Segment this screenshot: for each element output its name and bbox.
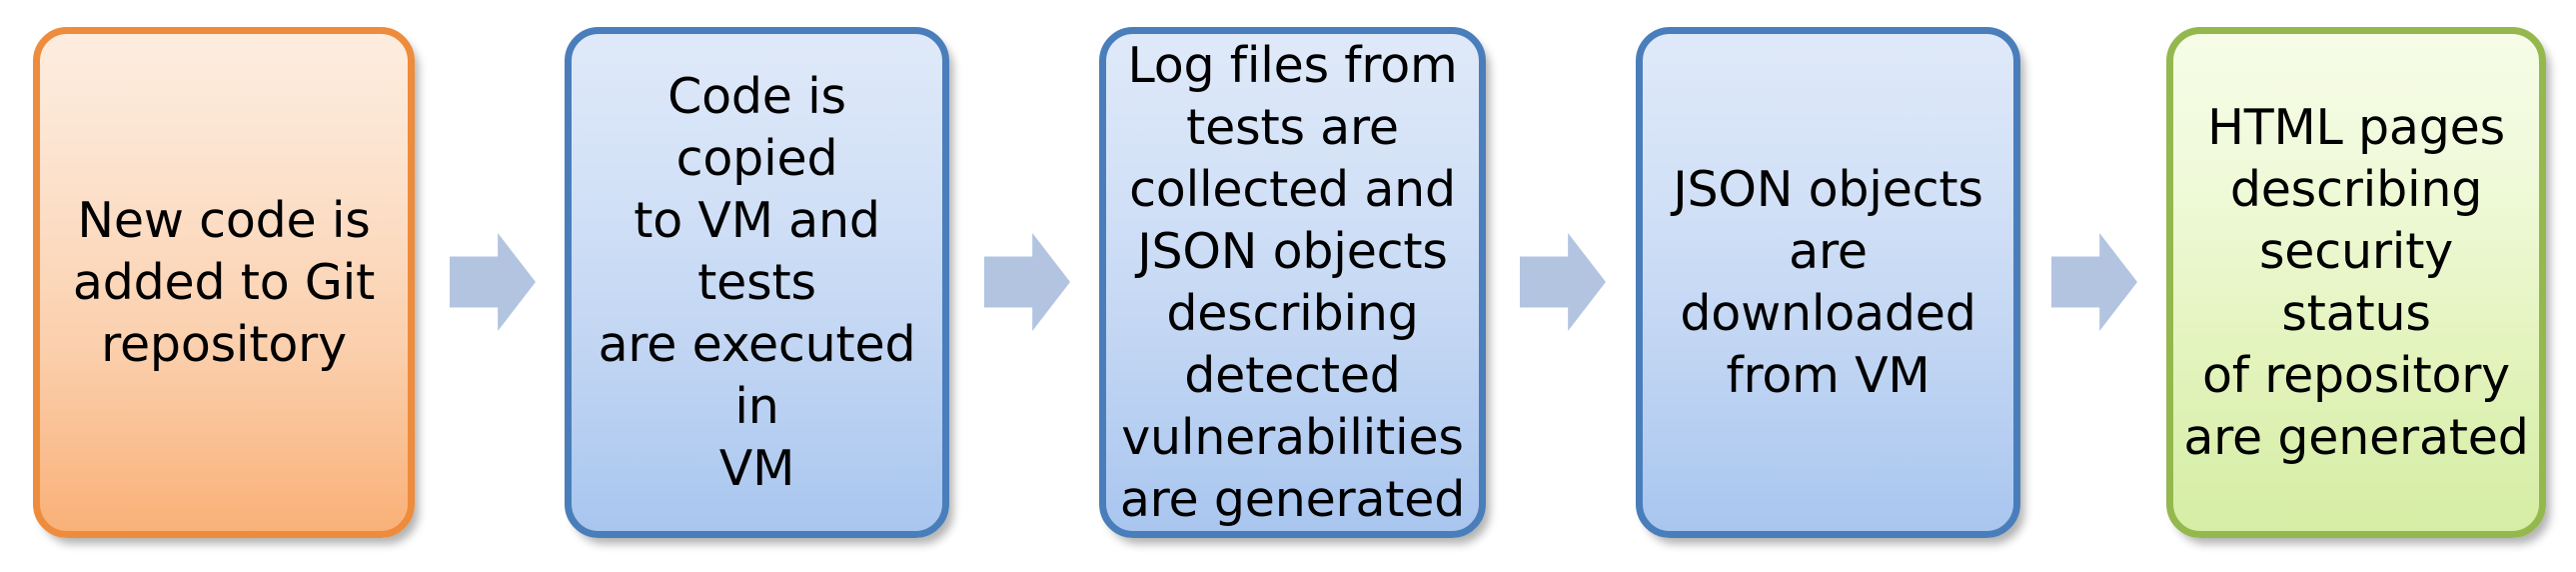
process-step-label: Log files from tests are collected and J… [1119,36,1466,528]
right-arrow-icon [1520,233,1606,331]
right-arrow-icon [450,233,536,331]
process-step-label: JSON objects are downloaded from VM [1673,160,1983,404]
process-step-code-copied-tests-executed[interactable]: Code is copied to VM and tests are execu… [565,27,949,538]
process-step-html-pages-generated[interactable]: HTML pages describing security status of… [2166,27,2546,538]
process-step-logs-collected-json-generated[interactable]: Log files from tests are collected and J… [1099,27,1486,538]
process-step-new-code-added[interactable]: New code is added to Git repository [33,27,415,538]
process-step-json-downloaded[interactable]: JSON objects are downloaded from VM [1636,27,2020,538]
process-step-label: HTML pages describing security status of… [2183,98,2529,466]
process-step-label: New code is added to Git repository [72,191,376,373]
right-arrow-icon [2051,233,2137,331]
process-step-label: Code is copied to VM and tests are execu… [598,67,916,497]
right-arrow-icon [984,233,1070,331]
